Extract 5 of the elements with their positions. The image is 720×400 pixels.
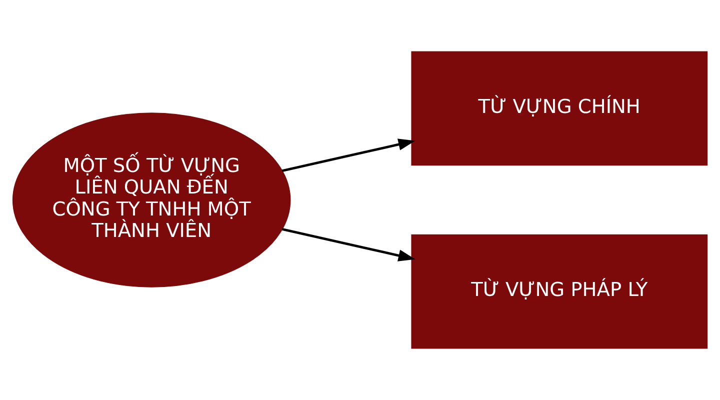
node-box: TỪ VỰNG PHÁP LÝ (411, 234, 708, 349)
node-ellipse: MỘT SỐ TỪ VỰNG LIÊN QUAN ĐẾN CÔNG TY TNHH MỘT THÀNH VIÊN (12, 112, 291, 288)
arrow (282, 138, 416, 172)
node-box: TỪ VỰNG CHÍNH (411, 51, 708, 166)
arrow (282, 228, 416, 262)
